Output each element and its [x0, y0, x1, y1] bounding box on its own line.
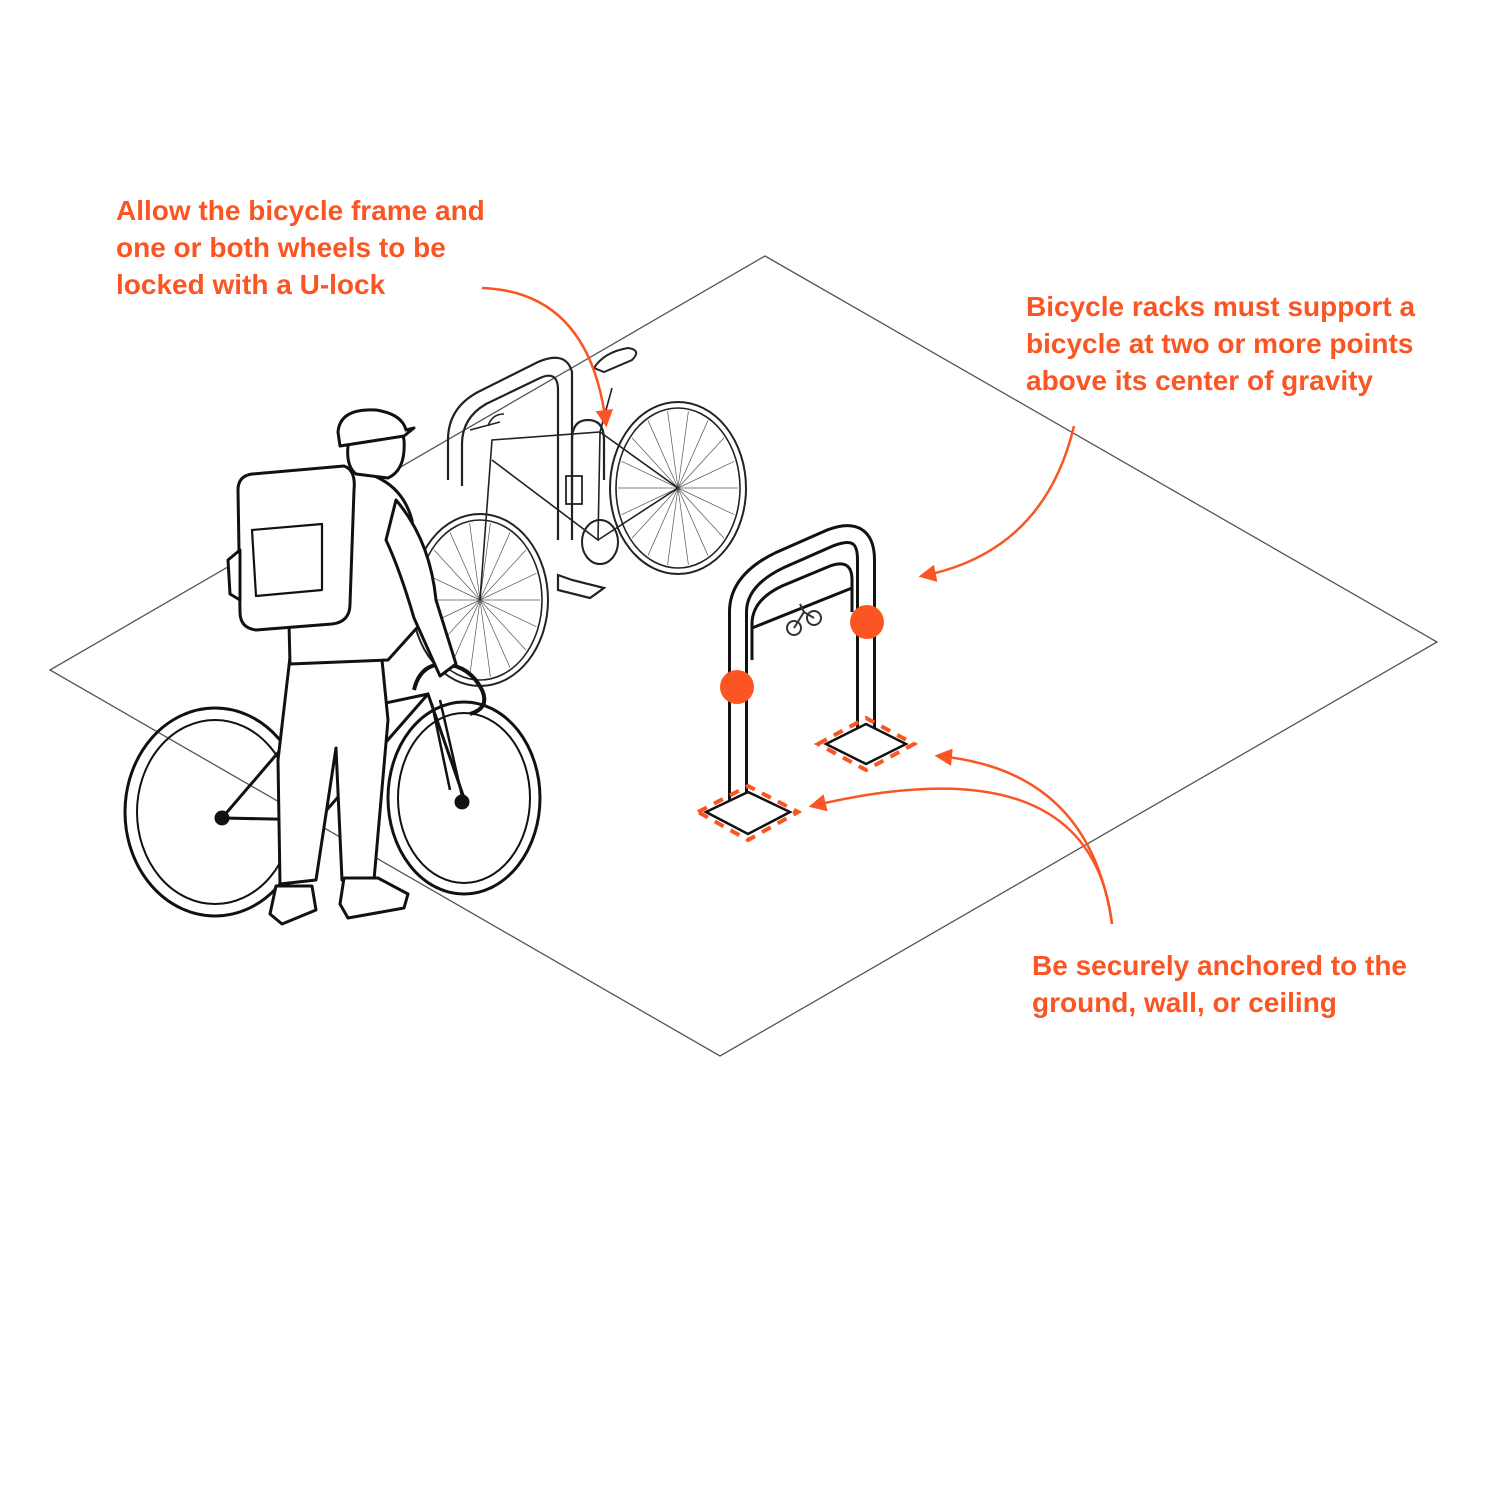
support-point-marker	[850, 605, 884, 639]
wheel-spoke	[677, 487, 735, 515]
wheel-spoke	[677, 487, 725, 539]
anchor-marker	[813, 715, 919, 773]
wheel-spoke	[479, 599, 511, 668]
shoe	[268, 884, 318, 926]
wheel-spoke	[667, 411, 679, 489]
callout-ulock: Allow the bicycle frame and one or both …	[116, 195, 485, 300]
wheel	[386, 700, 542, 896]
wheel-spoke	[667, 487, 679, 565]
wheel-spoke	[677, 461, 735, 489]
base-plate	[823, 722, 909, 766]
wheel-spoke	[647, 487, 679, 556]
arrow-anchor-rear	[934, 748, 1114, 925]
cap	[336, 408, 416, 448]
wheel-spoke	[647, 420, 679, 489]
wheel-spoke	[479, 599, 537, 627]
background-rack	[446, 356, 607, 600]
wheel-spoke	[621, 461, 679, 489]
wheel-spoke	[469, 599, 481, 677]
cyclist-person	[226, 408, 458, 926]
wheel-spoke	[677, 420, 709, 489]
callout-support-points: Bicycle racks must support a bicycle at …	[1026, 291, 1416, 396]
arrow-support	[918, 425, 1076, 582]
support-point-marker	[720, 670, 754, 704]
wheel-spoke	[677, 437, 725, 489]
featured-bike-rack	[693, 524, 919, 843]
anchor-marker	[693, 783, 803, 843]
wheel	[609, 401, 747, 575]
shoe	[338, 876, 410, 920]
wheel-spoke	[621, 487, 679, 515]
bike-logo-icon	[786, 603, 822, 636]
base-plate	[703, 790, 793, 836]
wheel-spoke	[631, 487, 679, 539]
wheel-spoke	[479, 573, 537, 601]
wheel-spoke	[469, 523, 481, 601]
wheel-spoke	[677, 487, 689, 565]
arm	[384, 498, 458, 678]
wheel-spoke	[479, 532, 511, 601]
wheel-spoke	[433, 549, 481, 601]
callout-anchoring: Be securely anchored to the ground, wall…	[1032, 950, 1408, 1018]
wheel-spoke	[449, 532, 481, 601]
wheel-spoke	[677, 411, 689, 489]
legs	[276, 638, 390, 886]
wheel-spoke	[479, 599, 527, 651]
wheel-spoke	[631, 437, 679, 489]
wheel-spoke	[479, 549, 527, 601]
arrow-ulock	[481, 286, 613, 428]
wheel-spoke	[677, 487, 709, 556]
wheel-spoke	[479, 599, 491, 677]
locked-bicycle	[411, 346, 747, 687]
